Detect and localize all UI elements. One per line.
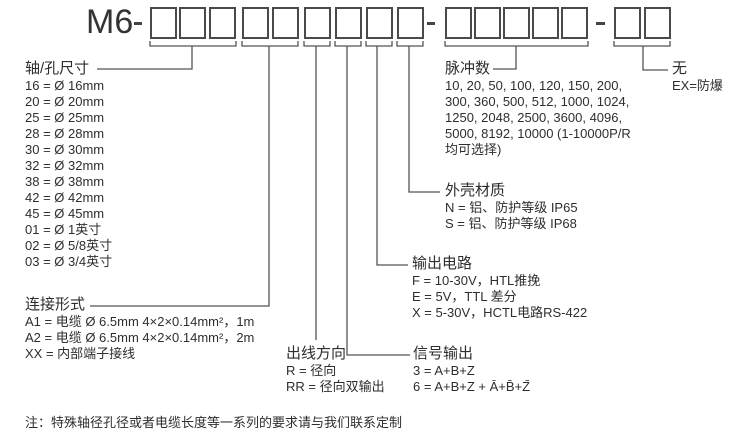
option-item: 16 = Ø 16mm bbox=[25, 78, 105, 93]
circuit-legend: 输出电路 F = 10-30V，HTL推挽 E = 5V，TTL 差分 X = … bbox=[412, 255, 588, 321]
signal-legend: 信号输出 3 = A+B+Z 6 = A+B+Z + Ā+B̄+Z̄ bbox=[413, 345, 531, 395]
option-item: 28 = Ø 28mm bbox=[25, 126, 105, 141]
code-box bbox=[644, 7, 671, 39]
option-item: 32 = Ø 32mm bbox=[25, 158, 105, 173]
code-box bbox=[179, 7, 206, 39]
option-item: A1 = 电缆 Ø 6.5mm 4×2×0.14mm²，1m bbox=[25, 314, 255, 329]
option-item: 30 = Ø 30mm bbox=[25, 142, 105, 157]
pulses-title: 脉冲数 bbox=[445, 60, 491, 77]
option-item: 均可选择) bbox=[445, 142, 502, 157]
code-box bbox=[397, 7, 424, 39]
option-item: A2 = 电缆 Ø 6.5mm 4×2×0.14mm²，2m bbox=[25, 330, 255, 345]
housing-legend: 外壳材质 N = 铝、防护等级 IP65 S = 铝、防护等级 IP68 bbox=[445, 182, 578, 232]
code-box bbox=[272, 7, 299, 39]
code-box bbox=[304, 7, 331, 39]
bracket-signal bbox=[334, 41, 410, 356]
option-item: R = 径向 bbox=[286, 363, 337, 378]
option-item: N = 铝、防护等级 IP65 bbox=[445, 200, 578, 215]
bracket-direction bbox=[303, 41, 331, 340]
explosion-title: 无 bbox=[672, 60, 688, 77]
bracket-pulses bbox=[444, 41, 589, 70]
pulses-legend: 脉冲数 10, 20, 50, 100, 120, 150, 200, 300,… bbox=[445, 60, 631, 158]
code-box bbox=[242, 7, 269, 39]
direction-legend: 出线方向 R = 径向 RR = 径向双输出 bbox=[286, 345, 385, 395]
option-item: F = 10-30V，HTL推挽 bbox=[412, 273, 541, 288]
option-item: 300, 360, 500, 512, 1000, 1024, bbox=[445, 94, 630, 109]
model-prefix: M6 bbox=[86, 3, 134, 41]
housing-title: 外壳材质 bbox=[445, 182, 506, 199]
dash-separator bbox=[427, 22, 435, 25]
option-item: 10, 20, 50, 100, 120, 150, 200, bbox=[445, 78, 623, 93]
option-item: 20 = Ø 20mm bbox=[25, 94, 105, 109]
bracket-circuit bbox=[365, 41, 408, 266]
circuit-title: 输出电路 bbox=[412, 255, 473, 272]
option-item: E = 5V，TTL 差分 bbox=[412, 289, 517, 304]
bracket-shaft bbox=[97, 41, 237, 70]
dash-separator bbox=[134, 22, 142, 25]
code-box bbox=[474, 7, 501, 39]
footnote: 注：特殊轴径孔径或者电缆长度等一系列的要求请与我们联系定制 bbox=[25, 415, 403, 430]
shaft-size-legend: 轴/孔尺寸 16 = Ø 16mm 20 = Ø 20mm 25 = Ø 25m… bbox=[25, 60, 113, 270]
option-item: S = 铝、防护等级 IP68 bbox=[445, 216, 577, 231]
code-box bbox=[561, 7, 588, 39]
connection-title: 连接形式 bbox=[25, 296, 86, 313]
option-item: 3 = A+B+Z bbox=[413, 363, 475, 378]
option-item: 1250, 2048, 2500, 3600, 4096, bbox=[445, 110, 623, 125]
bracket-connection bbox=[90, 41, 299, 307]
option-item: 25 = Ø 25mm bbox=[25, 110, 105, 125]
dash-separator bbox=[596, 22, 605, 25]
option-item: 03 = Ø 3/4英寸 bbox=[25, 254, 113, 269]
code-box bbox=[503, 7, 530, 39]
code-box bbox=[209, 7, 236, 39]
option-item: 02 = Ø 5/8英寸 bbox=[25, 238, 113, 253]
option-item: X = 5-30V，HCTL电路RS-422 bbox=[412, 305, 588, 320]
connection-legend: 连接形式 A1 = 电缆 Ø 6.5mm 4×2×0.14mm²，1m A2 =… bbox=[25, 296, 255, 362]
option-item: 45 = Ø 45mm bbox=[25, 206, 105, 221]
option-item: 5000, 8192, 10000 (1-10000P/R bbox=[445, 126, 631, 141]
option-item: 42 = Ø 42mm bbox=[25, 190, 105, 205]
code-box bbox=[150, 7, 177, 39]
signal-title: 信号输出 bbox=[413, 345, 474, 362]
shaft-size-title: 轴/孔尺寸 bbox=[25, 60, 90, 77]
option-item: 01 = Ø 1英寸 bbox=[25, 222, 102, 237]
code-box bbox=[445, 7, 472, 39]
option-item: EX=防爆 bbox=[672, 78, 723, 93]
option-item: 6 = A+B+Z + Ā+B̄+Z̄ bbox=[413, 379, 531, 394]
bracket-explosion bbox=[613, 41, 671, 71]
code-box bbox=[366, 7, 393, 39]
code-box bbox=[335, 7, 362, 39]
explosion-legend: 无 EX=防爆 bbox=[672, 60, 723, 94]
bracket-housing bbox=[396, 41, 440, 193]
option-item: XX = 内部端子接线 bbox=[25, 346, 136, 361]
direction-title: 出线方向 bbox=[286, 345, 347, 362]
option-item: RR = 径向双输出 bbox=[286, 379, 385, 394]
code-box bbox=[614, 7, 641, 39]
option-item: 38 = Ø 38mm bbox=[25, 174, 105, 189]
code-box bbox=[532, 7, 559, 39]
